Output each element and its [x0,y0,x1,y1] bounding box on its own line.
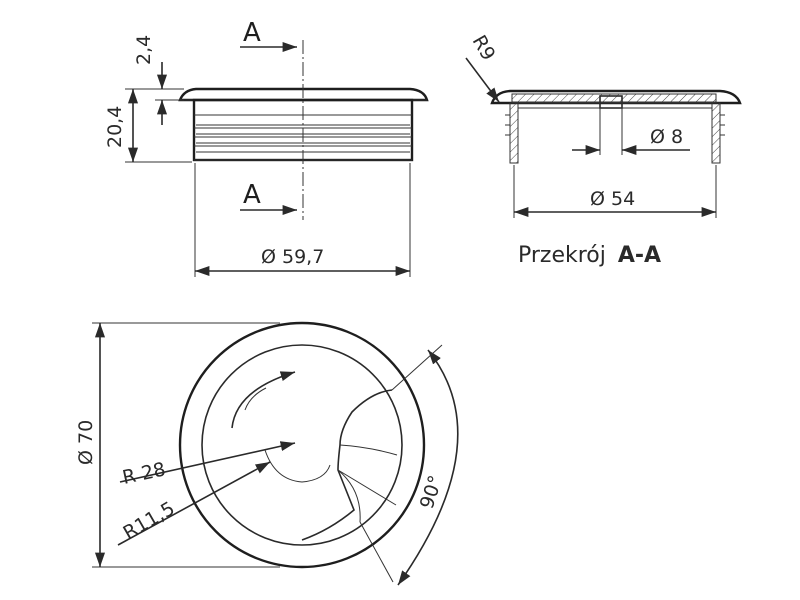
top-view: Ø 70 R 28 R11,5 90° [75,321,459,586]
outer-diameter-label: Ø 70 [75,420,97,465]
total-height-label: 20,4 [104,106,126,148]
section-caption: Przekrój A-A [518,243,661,268]
section-marker-bottom: A [243,180,261,210]
body-diameter-label: Ø 59,7 [261,246,324,268]
hole-diameter-label: Ø 8 [650,126,683,148]
front-flange [178,87,429,102]
section-radius-label: R9 [468,32,500,65]
front-view: A A 2,4 20,4 Ø 59,7 [104,18,429,277]
small-radius-label: R11,5 [120,498,179,545]
flange-height-label: 2,4 [133,35,155,65]
large-radius-label: R 28 [120,458,167,489]
section-view: R9 Ø 8 Ø 54 Przekrój A-A [465,32,742,268]
inner-diameter-label: Ø 54 [590,188,635,210]
section-marker-top: A [243,18,261,48]
